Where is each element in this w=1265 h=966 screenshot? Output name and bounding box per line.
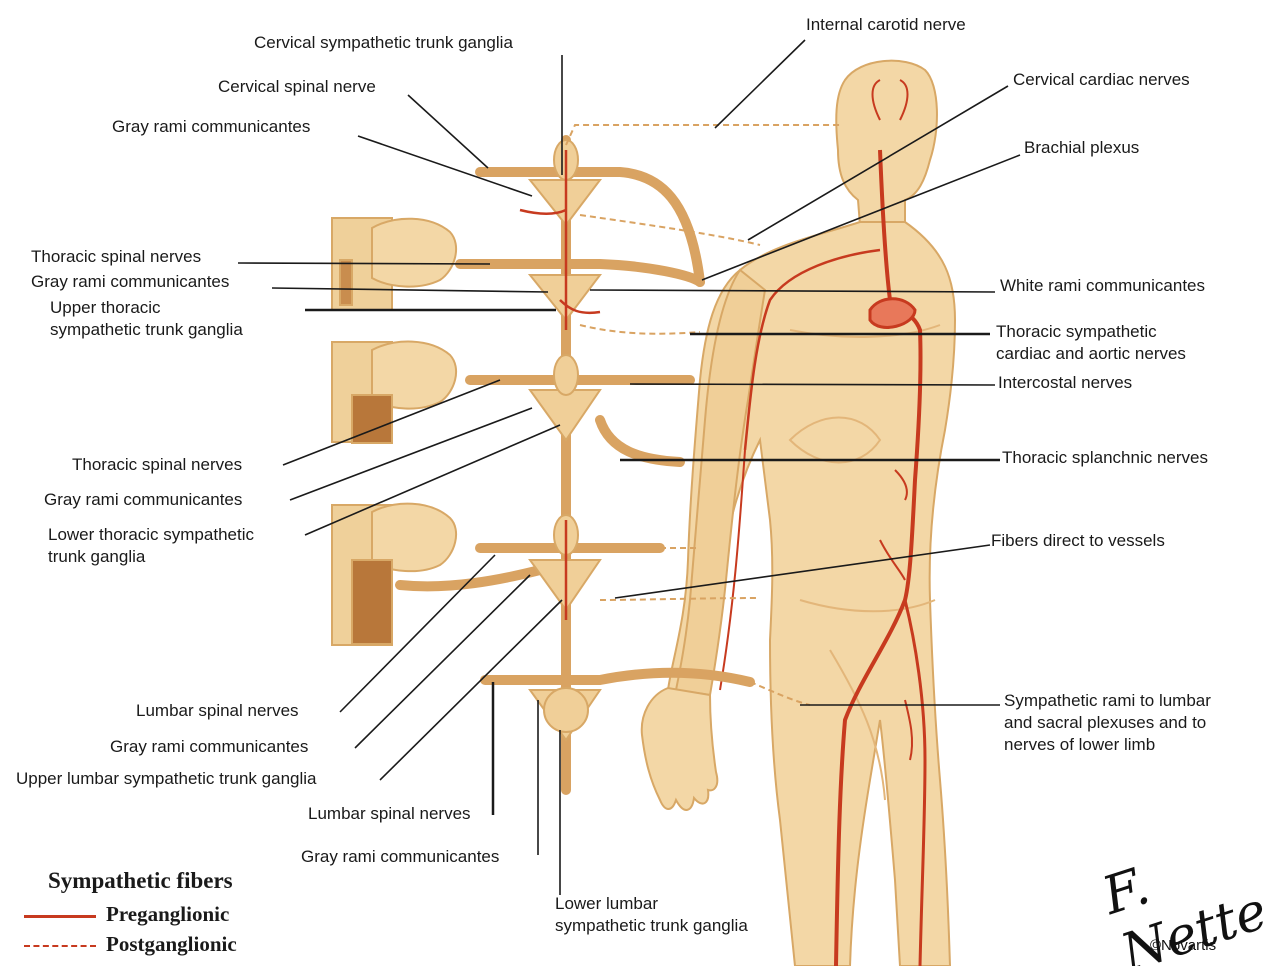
label-thoracic-cardiac-line1: Thoracic sympathetic <box>996 321 1186 343</box>
label-fibers-direct-to-vessels: Fibers direct to vessels <box>991 530 1165 552</box>
preganglionic-swatch <box>24 915 96 918</box>
label-thoracic-spinal-nerves-2: Thoracic spinal nerves <box>72 454 242 476</box>
label-upper-lumbar-ganglia: Upper lumbar sympathetic trunk ganglia <box>16 768 316 790</box>
label-sympathetic-rami-line3: nerves of lower limb <box>1004 734 1211 756</box>
label-cervical-sympathetic-trunk-ganglia: Cervical sympathetic trunk ganglia <box>254 32 513 54</box>
legend-postganglionic-label: Postganglionic <box>106 932 237 956</box>
label-lower-lumbar-line1: Lower lumbar <box>555 893 748 915</box>
label-upper-thoracic-ganglia: Upper thoracic sympathetic trunk ganglia <box>50 297 243 341</box>
label-gray-rami-communicantes-4: Gray rami communicantes <box>110 736 308 758</box>
label-lower-thoracic-line2: trunk ganglia <box>48 546 254 568</box>
label-internal-carotid-nerve: Internal carotid nerve <box>806 14 966 36</box>
label-lower-thoracic-ganglia: Lower thoracic sympathetic trunk ganglia <box>48 524 254 568</box>
label-brachial-plexus: Brachial plexus <box>1024 137 1139 159</box>
label-upper-thoracic-line1: Upper thoracic <box>50 297 243 319</box>
legend-preganglionic: Preganglionic <box>24 902 229 927</box>
label-lower-thoracic-line1: Lower thoracic sympathetic <box>48 524 254 546</box>
label-lumbar-spinal-nerves-2: Lumbar spinal nerves <box>308 803 471 825</box>
label-thoracic-cardiac-line2: cardiac and aortic nerves <box>996 343 1186 365</box>
label-sympathetic-rami-line1: Sympathetic rami to lumbar <box>1004 690 1211 712</box>
spinal-segments <box>332 218 456 645</box>
label-cervical-spinal-nerve: Cervical spinal nerve <box>218 76 376 98</box>
label-sympathetic-rami-line2: and sacral plexuses and to <box>1004 712 1211 734</box>
label-intercostal-nerves: Intercostal nerves <box>998 372 1132 394</box>
legend-preganglionic-label: Preganglionic <box>106 902 229 926</box>
label-lumbar-spinal-nerves-1: Lumbar spinal nerves <box>136 700 299 722</box>
label-white-rami-communicantes: White rami communicantes <box>1000 275 1205 297</box>
body-figure <box>642 61 955 966</box>
label-cervical-cardiac-nerves: Cervical cardiac nerves <box>1013 69 1190 91</box>
legend-title: Sympathetic fibers <box>48 868 233 894</box>
copyright-notice: ©Novartis <box>1150 937 1216 954</box>
label-upper-thoracic-line2: sympathetic trunk ganglia <box>50 319 243 341</box>
label-gray-rami-communicantes-3: Gray rami communicantes <box>44 489 242 511</box>
label-gray-rami-communicantes-2: Gray rami communicantes <box>31 271 229 293</box>
label-sympathetic-rami-lower-limb: Sympathetic rami to lumbar and sacral pl… <box>1004 690 1211 756</box>
hand <box>642 688 718 810</box>
label-lower-lumbar-ganglia: Lower lumbar sympathetic trunk ganglia <box>555 893 748 937</box>
label-thoracic-splanchnic-nerves: Thoracic splanchnic nerves <box>1002 447 1208 469</box>
label-thoracic-cardiac-aortic-nerves: Thoracic sympathetic cardiac and aortic … <box>996 321 1186 365</box>
label-gray-rami-communicantes-1: Gray rami communicantes <box>112 116 310 138</box>
label-lower-lumbar-line2: sympathetic trunk ganglia <box>555 915 748 937</box>
label-thoracic-spinal-nerves-1: Thoracic spinal nerves <box>31 246 201 268</box>
postganglionic-swatch <box>24 945 96 947</box>
legend-postganglionic: Postganglionic <box>24 932 237 957</box>
head <box>836 61 937 225</box>
label-gray-rami-communicantes-5: Gray rami communicantes <box>301 846 499 868</box>
